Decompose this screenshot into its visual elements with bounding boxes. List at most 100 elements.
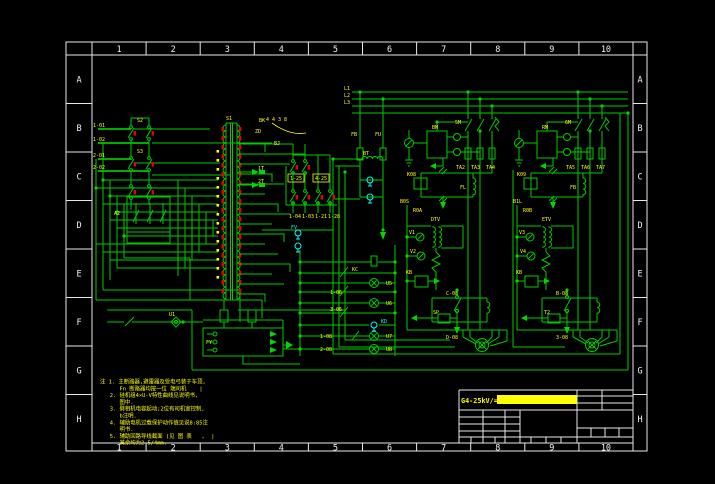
svg-text:RM: RM: [542, 125, 548, 131]
svg-text:D: D: [637, 221, 642, 231]
svg-text:1-21: 1-21: [315, 214, 327, 220]
aux-machine-ladder: [299, 245, 396, 356]
svg-text:FY: FY: [206, 340, 212, 346]
svg-text:L2: L2: [344, 93, 350, 99]
svg-text:1-04: 1-04: [289, 214, 301, 220]
svg-text:6M: 6M: [565, 120, 571, 126]
svg-text:U1: U1: [169, 312, 175, 318]
svg-text:A: A: [76, 75, 81, 85]
svg-text:KB: KB: [406, 270, 412, 276]
svg-text:DTV: DTV: [431, 217, 440, 223]
svg-text:B: B: [637, 124, 642, 134]
svg-text:3: 3: [225, 444, 230, 454]
svg-text:2. 硅机组4×U-V特性曲线见说明书,: 2. 硅机组4×U-V特性曲线见说明书,: [100, 391, 198, 399]
svg-text:KB: KB: [516, 270, 522, 276]
svg-text:ETV: ETV: [542, 217, 551, 223]
svg-text:S3: S3: [137, 149, 143, 155]
svg-text:9: 9: [549, 45, 554, 55]
svg-text:B-08: B-08: [556, 291, 568, 297]
svg-text:TA2: TA2: [456, 165, 465, 171]
svg-text:6: 6: [387, 444, 392, 454]
svg-text:4: 4: [279, 45, 284, 55]
svg-text:2-08: 2-08: [320, 347, 332, 353]
svg-text:SP: SP: [433, 310, 439, 316]
svg-text:1-03: 1-03: [302, 214, 314, 220]
svg-text:T2: T2: [544, 310, 550, 316]
svg-text:TA3: TA3: [471, 165, 480, 171]
svg-text:FU: FU: [375, 132, 381, 138]
svg-text:其余均为2.5/4mm.: 其余均为2.5/4mm.: [100, 439, 167, 447]
svg-text:KD: KD: [381, 319, 387, 325]
svg-text:6: 6: [387, 45, 392, 55]
svg-text:1-02: 1-02: [93, 137, 105, 143]
svg-text:S2: S2: [137, 118, 143, 124]
svg-text:2-02: 2-02: [93, 165, 105, 171]
svg-text:4 4 3 8: 4 4 3 8: [266, 117, 287, 123]
svg-text:L1: L1: [344, 86, 350, 92]
svg-text:C: C: [637, 172, 642, 182]
svg-text:5. 辅助回路导线截面 (见 图 表 , |: 5. 辅助回路导线截面 (见 图 表 , |: [100, 432, 214, 440]
svg-text:D: D: [76, 221, 81, 231]
svg-text:4-25: 4-25: [315, 176, 327, 182]
svg-text:FV: FV: [291, 225, 297, 231]
svg-text:U8: U8: [386, 347, 392, 353]
svg-text:BM: BM: [432, 125, 438, 131]
svg-text:8: 8: [495, 444, 500, 454]
svg-text:V1: V1: [409, 230, 415, 236]
svg-text:B1L: B1L: [513, 199, 522, 205]
svg-text:FB: FB: [570, 185, 576, 191]
svg-text:1: 1: [116, 45, 121, 55]
svg-text:L3: L3: [344, 100, 350, 106]
svg-text:3-06: 3-06: [330, 307, 342, 313]
svg-text:1-25: 1-25: [290, 176, 302, 182]
svg-text:K08: K08: [407, 172, 416, 178]
svg-text:K09: K09: [517, 172, 526, 178]
svg-text:B: B: [76, 124, 81, 134]
svg-text:2: 2: [171, 444, 176, 454]
svg-text:KC: KC: [352, 267, 358, 273]
svg-text:图中.: 图中.: [100, 398, 134, 406]
svg-text:10: 10: [601, 45, 611, 55]
svg-text:G: G: [76, 366, 81, 376]
svg-text:A: A: [637, 75, 642, 85]
svg-text:Fn 断路器均按一位 端司机 |: Fn 断路器均按一位 端司机 |: [100, 384, 203, 392]
svg-text:TA7: TA7: [596, 165, 605, 171]
svg-text:C: C: [76, 172, 81, 182]
svg-text:7: 7: [441, 444, 446, 454]
svg-text:BT: BT: [363, 151, 369, 157]
svg-text:R0A: R0A: [413, 208, 422, 214]
svg-text:ZD: ZD: [255, 129, 261, 135]
svg-text:9: 9: [549, 444, 554, 454]
svg-text:E: E: [637, 269, 642, 279]
svg-text:G: G: [637, 366, 642, 376]
svg-text:注 1. 主断路器,避雷器及受电弓装于车顶,: 注 1. 主断路器,避雷器及受电弓装于车顶,: [100, 378, 206, 386]
svg-text:U7: U7: [386, 334, 392, 340]
svg-text:TA5: TA5: [566, 165, 575, 171]
drawing-code: G4-25kV/=: [461, 397, 498, 405]
svg-text:1-08: 1-08: [320, 334, 332, 340]
return-loops: [107, 113, 628, 371]
title-block: G4-25kV/=: [458, 389, 633, 443]
svg-text:3-08: 3-08: [556, 335, 568, 341]
svg-text:R0B: R0B: [523, 208, 532, 214]
svg-text:V3: V3: [519, 230, 525, 236]
svg-text:C-08: C-08: [446, 291, 458, 297]
svg-text:8: 8: [495, 45, 500, 55]
svg-text:5: 5: [333, 444, 338, 454]
svg-text:FL: FL: [460, 185, 466, 191]
svg-text:5: 5: [333, 45, 338, 55]
svg-text:U6: U6: [386, 301, 392, 307]
svg-text:BJ: BJ: [274, 141, 280, 147]
svg-text:3: 3: [225, 45, 230, 55]
svg-text:3. 劈相机电容起动;2位有司机室控制,: 3. 劈相机电容起动;2位有司机室控制,: [100, 405, 205, 413]
svg-text:TA4: TA4: [486, 165, 495, 171]
svg-text:10: 10: [601, 444, 611, 454]
svg-text:B0S: B0S: [400, 199, 409, 205]
svg-text:2T: 2T: [258, 179, 264, 185]
svg-text:A2: A2: [114, 211, 120, 217]
svg-text:H: H: [76, 415, 81, 425]
